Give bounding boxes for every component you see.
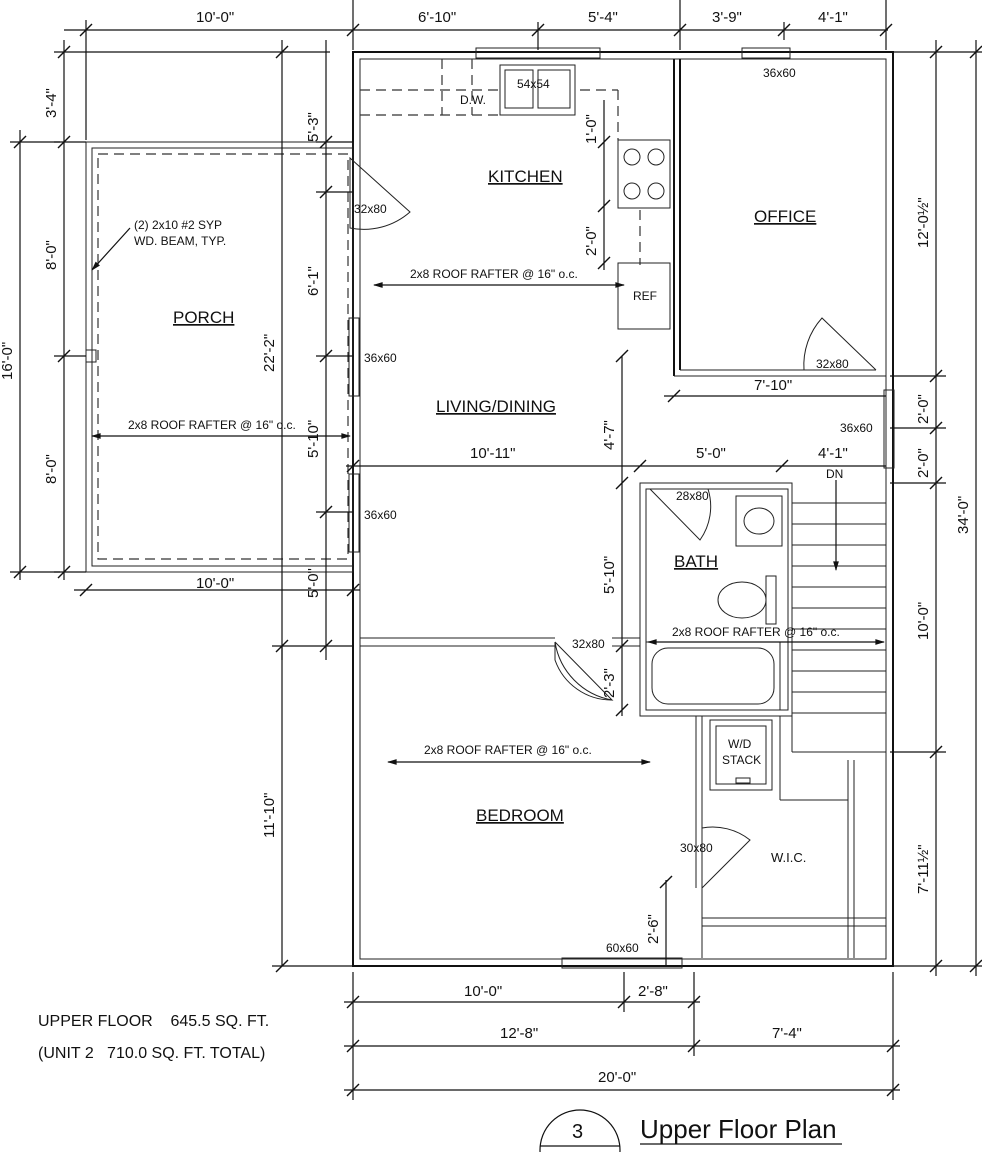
dim-int-7: 7'-10" (754, 377, 792, 394)
dim-left-11: 11'-10" (261, 793, 278, 838)
room-living-dining: LIVING/DINING (436, 397, 556, 416)
dim-right-6: 34'-0" (955, 496, 972, 534)
room-kitchen: KITCHEN (488, 167, 563, 186)
dim-int-2: 2'-0" (583, 226, 600, 256)
sheet-reference-bubble (539, 1109, 621, 1152)
room-bedroom: BEDROOM (476, 806, 564, 825)
dim-bottom-5: 20'-0" (598, 1069, 636, 1086)
note-beam-line-2: WD. BEAM, TYP. (134, 234, 226, 248)
dim-int-5: 2'-3" (601, 668, 618, 698)
dim-left-4: 16'-0" (0, 342, 16, 380)
note-beam-line-1: (2) 2x10 #2 SYP (134, 218, 222, 232)
dim-left-1: 3'-4" (43, 88, 60, 118)
sheet-number: 3 (572, 1121, 583, 1143)
door-wic-size: 30x80 (680, 841, 713, 855)
doors (349, 156, 877, 889)
dim-top-4: 3'-9" (712, 9, 742, 26)
dim-left-7: 5'-3" (305, 112, 322, 142)
window-living-size-1: 36x60 (364, 351, 397, 365)
dim-int-1: 1'-0" (583, 114, 600, 144)
note-rafter-bath: 2x8 ROOF RAFTER @ 16" o.c. (672, 625, 840, 639)
window-bedroom-size: 60x60 (606, 941, 639, 955)
room-porch: PORCH (173, 308, 234, 327)
sink-size-label: 54x54 (517, 77, 550, 91)
dim-right-4: 10'-0" (915, 602, 932, 640)
window-stair-size: 36x60 (840, 421, 873, 435)
area-summary-line-2: (UNIT 2 710.0 SQ. FT. TOTAL) (38, 1045, 265, 1062)
room-bath: BATH (674, 552, 718, 571)
dim-int-10: 4'-1" (818, 445, 848, 462)
dim-int-8: 10'-11" (470, 445, 515, 462)
interior-walls (360, 59, 886, 958)
dim-left-2: 8'-0" (43, 240, 60, 270)
dim-left-5: 10'-0" (196, 575, 234, 592)
dim-right-5: 7'-11½" (915, 844, 932, 894)
dim-int-6: 2'-6" (645, 914, 662, 944)
dim-right-2: 2'-0" (915, 394, 932, 424)
door-kitchen-size: 32x80 (354, 202, 387, 216)
washer-dryer-label-1: W/D (728, 737, 752, 751)
dim-int-3: 4'-7" (601, 420, 618, 450)
note-rafter-kitchen: 2x8 ROOF RAFTER @ 16" o.c. (410, 267, 578, 281)
dim-left-8: 6'-1" (305, 266, 322, 296)
bath-fixtures (645, 495, 783, 711)
dim-top-2: 6'-10" (418, 9, 456, 26)
refrigerator-label: REF (633, 289, 657, 303)
porch-outline (85, 141, 354, 573)
note-rafter-porch: 2x8 ROOF RAFTER @ 16" o.c. (128, 418, 296, 432)
dimension-lines (10, 0, 982, 1100)
drawing-title: Upper Floor Plan (640, 1114, 837, 1144)
dim-int-4: 5'-10" (601, 556, 618, 594)
exterior-walls (352, 51, 894, 967)
washer-dryer-stack (709, 719, 773, 791)
note-rafter-bedroom: 2x8 ROOF RAFTER @ 16" o.c. (424, 743, 592, 757)
dim-int-9: 5'-0" (696, 445, 726, 462)
dim-bottom-2: 2'-8" (638, 983, 668, 1000)
door-bath-size: 28x80 (676, 489, 709, 503)
dim-left-3: 8'-0" (43, 454, 60, 484)
door-office-size: 32x80 (816, 357, 849, 371)
dim-bottom-3: 12'-8" (500, 1025, 538, 1042)
room-wic: W.I.C. (771, 850, 806, 865)
door-bedroom-size: 32x80 (572, 637, 605, 651)
stair-down-label: DN (826, 467, 843, 481)
dim-top-5: 4'-1" (818, 9, 848, 26)
washer-dryer-label-2: STACK (722, 753, 761, 767)
dim-bottom-4: 7'-4" (772, 1025, 802, 1042)
dim-right-3: 2'-0" (915, 448, 932, 478)
stairs (792, 480, 886, 714)
dim-right-1: 12'-0½" (915, 197, 932, 248)
dim-top-3: 5'-4" (588, 9, 618, 26)
dim-left-6: 22'-2" (261, 334, 278, 372)
window-office-size: 36x60 (763, 66, 796, 80)
dim-bottom-1: 10'-0" (464, 983, 502, 1000)
dim-left-9: 5'-10" (305, 420, 322, 458)
dim-top-1: 10'-0" (196, 9, 234, 26)
dim-left-10: 5'-0" (305, 568, 322, 598)
window-living-size-2: 36x60 (364, 508, 397, 522)
kitchen-counters (360, 59, 671, 330)
room-office: OFFICE (754, 207, 816, 226)
dishwasher-label: D.W. (460, 93, 486, 107)
area-summary-line-1: UPPER FLOOR 645.5 SQ. FT. (38, 1013, 269, 1030)
